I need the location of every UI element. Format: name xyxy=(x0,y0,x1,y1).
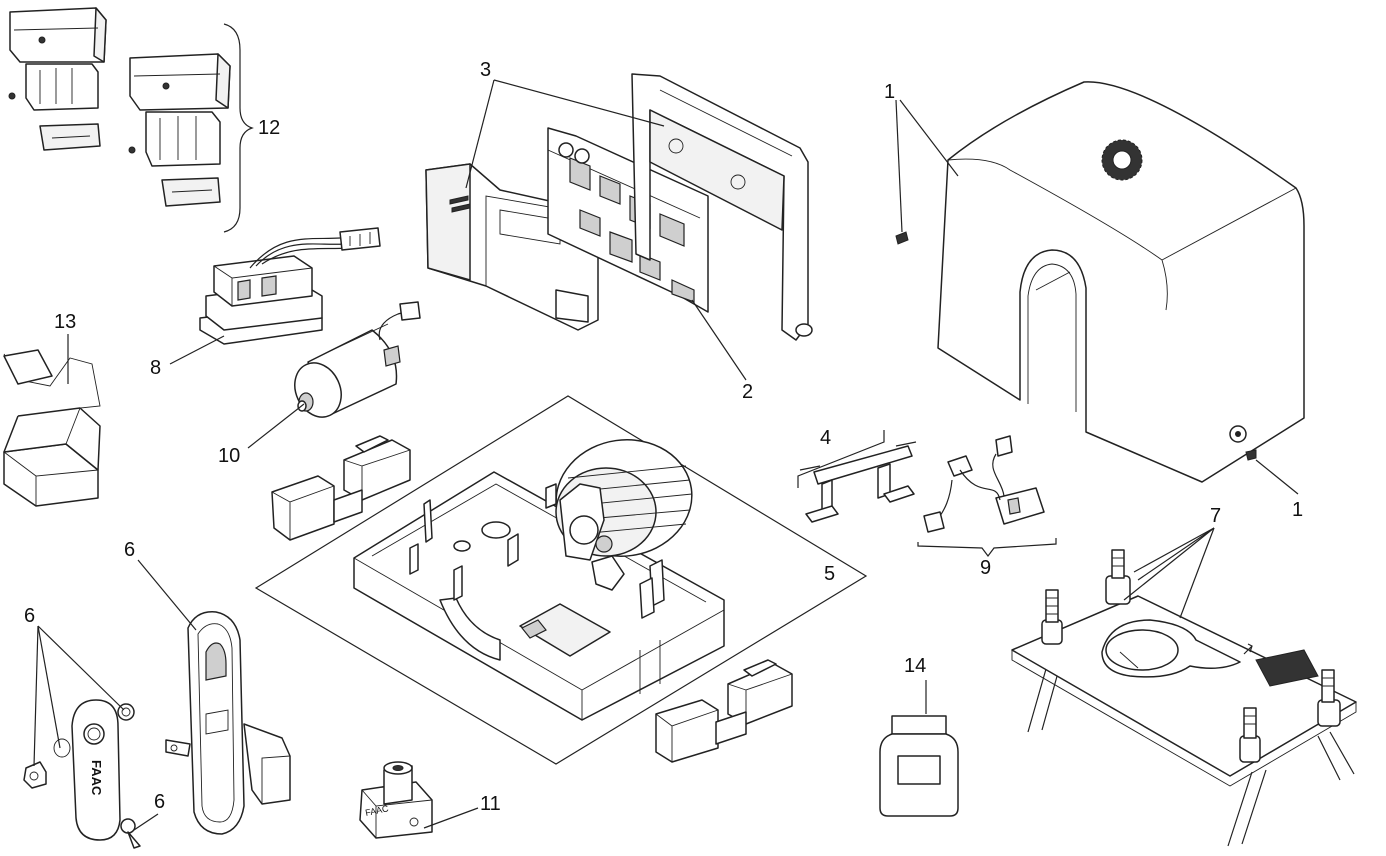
part-11-key: FAAC xyxy=(359,761,433,839)
callout-13: 13 xyxy=(54,311,76,333)
gear-logo xyxy=(1101,139,1143,181)
callout-6-screw: 6 xyxy=(154,791,165,813)
part-3-control-unit xyxy=(425,73,813,341)
part-13-box xyxy=(3,349,101,507)
callout-3: 3 xyxy=(480,59,491,81)
rear-cover-frame xyxy=(631,73,813,341)
release-lever-frame xyxy=(165,611,291,835)
callout-labels: 1 1 2 3 4 5 6 6 6 7 8 9 10 11 12 13 14 xyxy=(24,59,1303,815)
magnet-block-right xyxy=(655,659,793,763)
part-8-transformer xyxy=(199,227,381,345)
part-9-limit-switch xyxy=(917,435,1057,557)
part-10-motor xyxy=(294,301,421,418)
callout-1-top: 1 xyxy=(884,81,895,103)
part-14-grease-jar xyxy=(879,715,959,817)
part-5-base-assembly xyxy=(254,395,868,765)
part-1-cover xyxy=(895,81,1305,483)
part-7-foundation-plate xyxy=(1011,549,1357,847)
anchor-bolt-2 xyxy=(1105,549,1131,605)
anchor-bolt-4 xyxy=(1317,669,1341,727)
callout-6-parts: 6 xyxy=(24,605,35,627)
callout-2: 2 xyxy=(742,381,753,403)
photocell-a xyxy=(8,7,107,151)
photocell-b xyxy=(128,53,231,207)
part-12-photocells xyxy=(8,7,254,233)
callout-1-bottom: 1 xyxy=(1292,499,1303,521)
callout-7: 7 xyxy=(1210,505,1221,527)
base-housing xyxy=(353,471,725,721)
callout-12: 12 xyxy=(258,117,280,139)
callout-8: 8 xyxy=(150,357,161,379)
callout-14: 14 xyxy=(904,655,926,677)
anchor-bolt-1 xyxy=(1041,589,1063,645)
magnet-block-left xyxy=(271,435,411,541)
callout-9: 9 xyxy=(980,557,991,579)
release-handle: FAAC xyxy=(23,699,141,849)
leader-lines xyxy=(33,79,1299,831)
handle-logo-text: FAAC xyxy=(89,760,104,796)
callout-11: 11 xyxy=(480,793,501,815)
callout-4: 4 xyxy=(820,427,831,449)
circuit-board xyxy=(547,127,709,313)
callout-10: 10 xyxy=(218,445,240,467)
part-4-bracket xyxy=(797,430,917,523)
part-6-release-handle: FAAC xyxy=(23,611,291,849)
callout-5: 5 xyxy=(824,563,835,585)
callout-6-handle: 6 xyxy=(124,539,135,561)
anchor-bolt-3 xyxy=(1239,707,1261,763)
key-tag-text: FAAC xyxy=(364,803,390,818)
gear-assembly xyxy=(545,439,693,591)
